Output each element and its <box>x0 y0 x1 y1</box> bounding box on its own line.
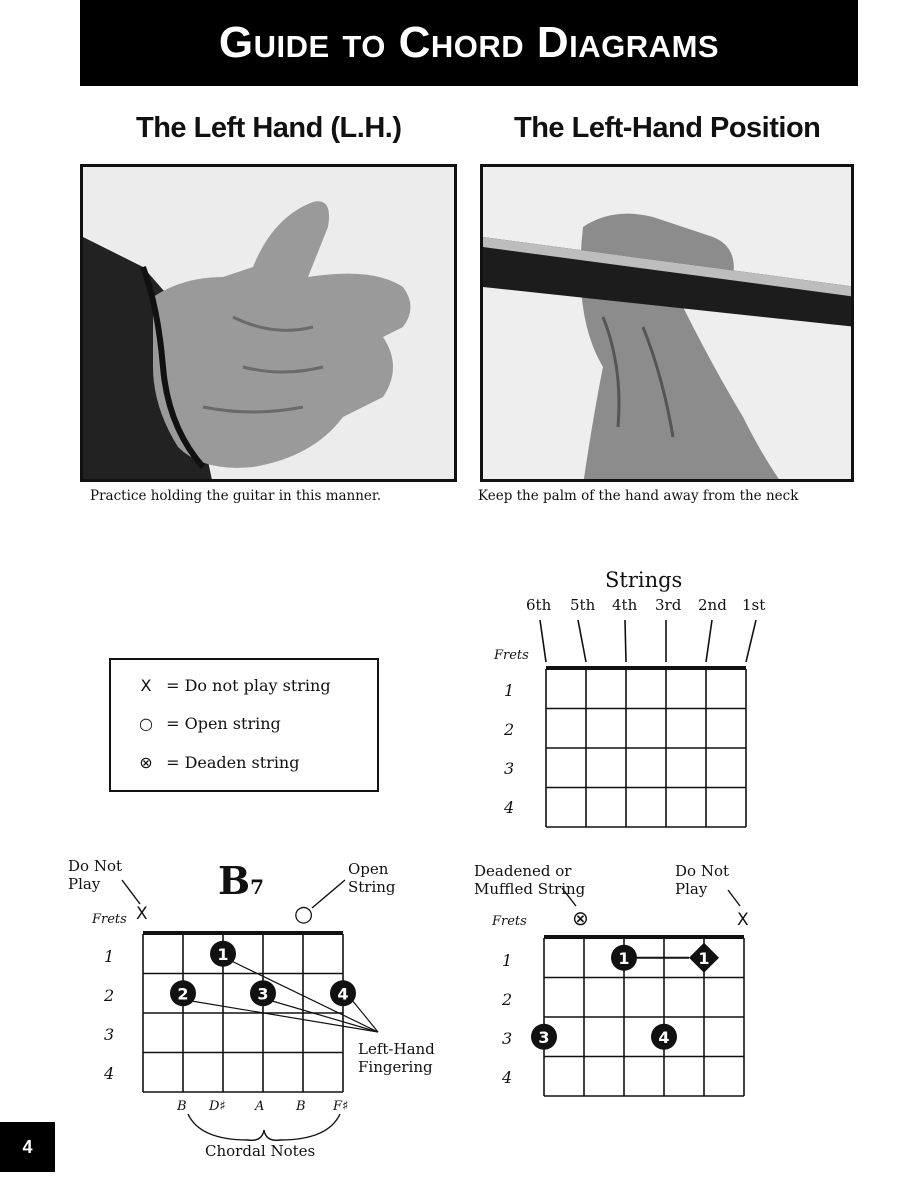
string-pointer-line <box>578 620 586 662</box>
b7-finger-number: 4 <box>337 984 348 1003</box>
b7-finger-number: 1 <box>217 945 228 964</box>
b7-finger-number: 3 <box>257 984 268 1003</box>
example-grid-nut <box>544 935 744 939</box>
do-not-play-pointer <box>122 880 140 904</box>
example-finger-number: 1 <box>698 949 709 968</box>
fingering-pointer-line <box>353 1001 378 1032</box>
deadened-pointer <box>562 888 576 906</box>
string-pointer-line <box>706 620 712 662</box>
example-finger-number: 1 <box>618 949 629 968</box>
b7-grid-nut <box>143 931 343 935</box>
string-pointer-line <box>625 620 626 662</box>
example-do-not-play-pointer <box>728 890 740 906</box>
chordal-notes-bracket <box>188 1114 340 1140</box>
strings-grid-nut <box>546 666 746 670</box>
fingering-pointer-line <box>193 1001 378 1032</box>
example-finger-number: 4 <box>658 1028 669 1047</box>
open-string-pointer <box>312 880 345 908</box>
b7-finger-number: 2 <box>177 984 188 1003</box>
string-pointer-line <box>746 620 756 662</box>
string-pointer-line <box>540 620 546 662</box>
example-finger-number: 3 <box>538 1028 549 1047</box>
